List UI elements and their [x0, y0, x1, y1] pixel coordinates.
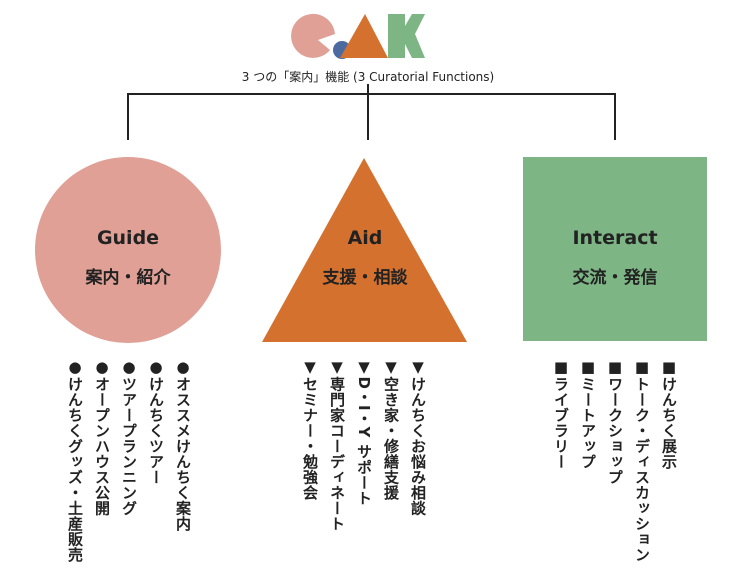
- interact-en: Interact: [572, 227, 658, 249]
- list-item: ▼専門家コーディネート: [328, 358, 346, 532]
- list-item: ●けんちくグッズ・土産販売: [66, 358, 84, 563]
- list-item: ■ミートアップ: [579, 358, 597, 470]
- guide-en: Guide: [96, 227, 160, 249]
- guide-circle: [35, 157, 221, 343]
- list-item: ●ツアープランニング: [120, 358, 138, 516]
- cak-logo: [291, 13, 425, 59]
- aid-list: ▼けんちくお悩み相談 ▼空き家・修繕支援 ▼D・I・Y サポート ▼専門家コーデ…: [301, 358, 427, 532]
- list-item: ▼セミナー・勉強会: [301, 358, 319, 501]
- list-item: ■トーク・ディスカッション: [633, 358, 651, 563]
- interact-list: ■けんちく展示 ■トーク・ディスカッション ■ワークショップ ■ミートアップ ■…: [552, 358, 678, 563]
- connector-interact: [614, 93, 616, 140]
- aid-label: Aid 支援・相談: [262, 227, 468, 288]
- list-item: ■ワークショップ: [606, 358, 624, 485]
- list-item: ▼D・I・Y サポート: [355, 358, 373, 506]
- connector-aid: [367, 84, 369, 140]
- guide-label: Guide 案内・紹介: [35, 227, 221, 288]
- interact-square: [523, 157, 707, 341]
- list-item: ■ライブラリー: [552, 358, 570, 470]
- list-item: ●オススメけんちく案内: [174, 358, 192, 532]
- aid-en: Aid: [347, 227, 383, 249]
- interact-jp: 交流・発信: [572, 268, 658, 288]
- list-item: ●けんちくツアー: [147, 358, 165, 485]
- interact-label: Interact 交流・発信: [523, 227, 707, 288]
- guide-list: ●オススメけんちく案内 ●けんちくツアー ●ツアープランニング ●オープンハウス…: [66, 358, 192, 563]
- list-item: ▼空き家・修繕支援: [382, 358, 400, 501]
- list-item: ▼けんちくお悩み相談: [409, 358, 427, 516]
- aid-jp: 支援・相談: [322, 268, 408, 288]
- list-item: ●オープンハウス公開: [93, 358, 111, 516]
- diagram-title: 3 つの「案内」機能 (3 Curatorial Functions): [241, 70, 495, 84]
- connector-horizontal: [127, 93, 616, 95]
- guide-jp: 案内・紹介: [85, 268, 171, 288]
- connector-guide: [127, 93, 129, 140]
- list-item: ■けんちく展示: [660, 358, 678, 470]
- aid-triangle: [262, 158, 467, 342]
